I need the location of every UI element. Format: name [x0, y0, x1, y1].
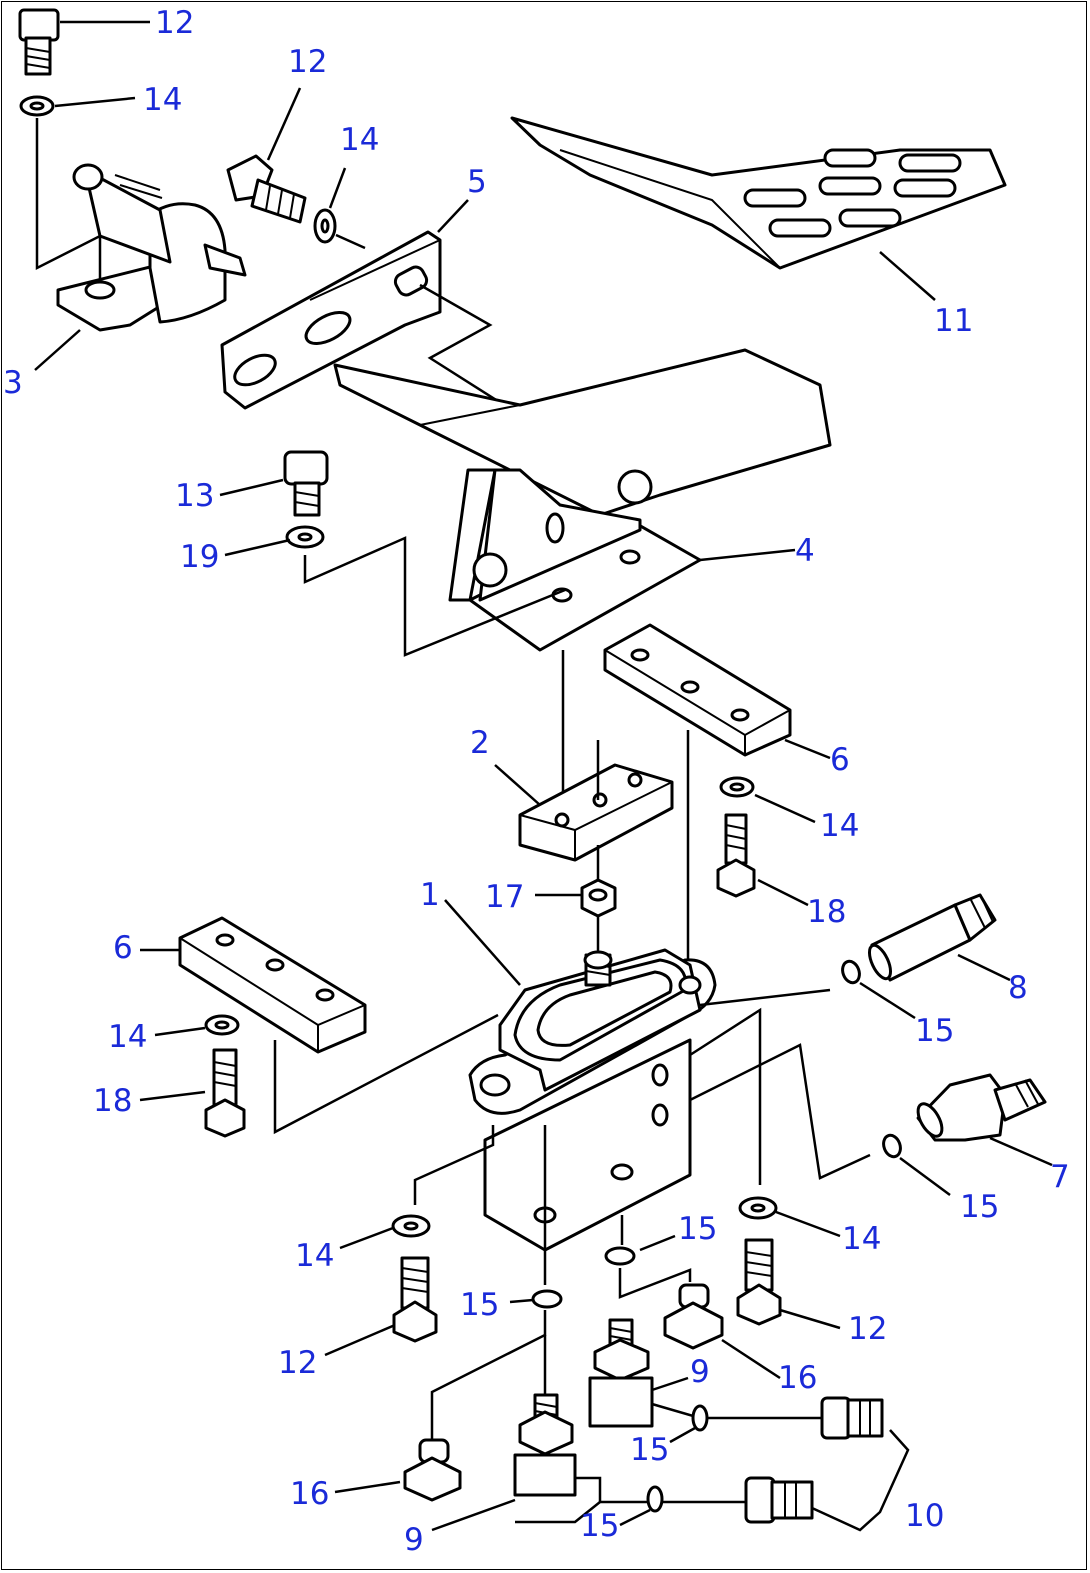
callout-12-left-lower: 12: [278, 1345, 317, 1381]
washer-14-middle: [313, 208, 337, 244]
bracket-3: [56, 163, 247, 332]
callout-14-right-lower: 14: [842, 1221, 881, 1257]
o-ring-15-d: [604, 1246, 636, 1266]
callout-11: 11: [934, 303, 973, 339]
callout-9-lower: 9: [404, 1522, 424, 1558]
elbow-9-upper: [588, 1318, 654, 1428]
bolt-13: [283, 450, 329, 517]
callout-1: 1: [420, 877, 440, 913]
callout-14-left: 14: [108, 1019, 147, 1055]
callout-12-right-lower: 12: [848, 1311, 887, 1347]
fitting-7: [916, 1073, 1047, 1142]
callout-15-b: 15: [960, 1189, 999, 1225]
nut-17: [580, 878, 617, 918]
callout-15-a: 15: [915, 1013, 954, 1049]
washer-14-right-lower: [738, 1196, 778, 1220]
bolt-18-left: [204, 1048, 246, 1138]
callout-15-f: 15: [580, 1508, 619, 1544]
leader-lines: [34, 20, 1053, 1532]
callout-17: 17: [485, 879, 524, 915]
callout-18-right: 18: [807, 894, 846, 930]
callout-13: 13: [175, 478, 214, 514]
o-ring-15-c: [531, 1289, 563, 1309]
callout-8: 8: [1008, 970, 1028, 1006]
washer-14-top: [19, 95, 55, 117]
plug-16-right: [663, 1283, 724, 1350]
pedal-4: [333, 348, 832, 652]
callout-18-left: 18: [93, 1083, 132, 1119]
callout-14-middle: 14: [340, 122, 379, 158]
bolt-12-middle: [226, 154, 307, 224]
callout-10: 10: [905, 1498, 944, 1534]
callout-2: 2: [470, 725, 490, 761]
o-ring-15-e: [691, 1404, 709, 1432]
callout-14-right-upper: 14: [820, 808, 859, 844]
callout-14-top: 14: [143, 82, 182, 118]
elbow-9-lower: [513, 1393, 577, 1497]
callout-12-middle: 12: [288, 44, 327, 80]
callout-9-upper: 9: [690, 1354, 710, 1390]
bolt-12-left-lower: [392, 1256, 438, 1343]
callout-15-c: 15: [678, 1211, 717, 1247]
washer-14-right-upper: [719, 776, 755, 798]
block-6-lower: [178, 916, 367, 1054]
callout-5: 5: [467, 164, 487, 200]
block-2: [518, 763, 674, 862]
pedal-plate-11: [510, 116, 1007, 270]
callout-labels: 12 14 12 14 5 11 3 13 19 4 6 2 14 17 18 …: [3, 5, 1070, 1558]
callout-3: 3: [3, 365, 23, 401]
callout-16-right: 16: [778, 1360, 817, 1396]
washer-19: [285, 525, 325, 549]
o-ring-15-b: [882, 1133, 902, 1159]
callout-12-top: 12: [155, 5, 194, 41]
o-ring-15-f: [646, 1485, 664, 1513]
fitting-10-lower: [744, 1476, 814, 1524]
callout-4: 4: [795, 533, 815, 569]
callout-6-lower: 6: [113, 930, 133, 966]
bolt-12-right-lower: [736, 1238, 782, 1326]
callout-16-left: 16: [290, 1476, 329, 1512]
plug-16-left: [403, 1438, 462, 1502]
block-6-upper: [603, 623, 792, 757]
fitting-8: [867, 893, 997, 982]
o-ring-15-a: [841, 959, 861, 985]
washer-14-left-lower: [391, 1214, 431, 1238]
callout-19: 19: [180, 539, 219, 575]
plate-5: [220, 230, 442, 410]
bolt-18-right: [716, 813, 756, 898]
valve-body-1: [468, 948, 717, 1252]
callout-6-upper: 6: [830, 742, 850, 778]
callout-15-d: 15: [460, 1287, 499, 1323]
callout-15-e: 15: [630, 1432, 669, 1468]
fitting-10-upper: [820, 1396, 884, 1440]
bolt-12-top: [18, 8, 60, 76]
callout-7: 7: [1050, 1159, 1070, 1195]
washer-14-left: [204, 1014, 240, 1036]
callout-14-left-lower: 14: [295, 1238, 334, 1274]
